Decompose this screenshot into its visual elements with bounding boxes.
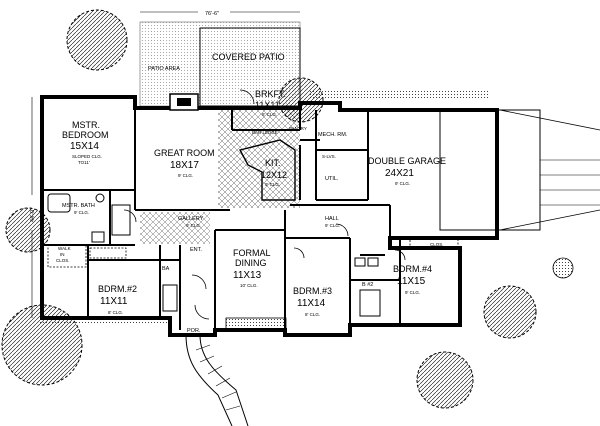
garage-name: DOUBLE GARAGE	[368, 156, 446, 166]
bdrm4-clg: 9' CLG.	[405, 290, 420, 295]
mstr-bedroom-size: 15X14	[70, 141, 99, 152]
bdrm2-size: 11X11	[100, 296, 128, 307]
tree-bottom-center	[416, 351, 474, 409]
patio-area-label: PATIO AREA	[148, 66, 180, 72]
gallery-name: GALLERY	[178, 216, 204, 222]
tree-left	[5, 207, 51, 253]
front-walkway	[185, 334, 249, 426]
walkin-clos-label: CLOS.	[56, 258, 70, 263]
great-room-name: GREAT ROOM	[154, 148, 215, 158]
shlvs-label: S-LVS.	[322, 154, 336, 159]
walkin-label2: IN	[60, 252, 65, 257]
ent-label: ENT.	[190, 247, 202, 253]
util-label: UTIL.	[325, 176, 339, 182]
tree-top-left	[66, 9, 128, 71]
interior-walls	[42, 108, 401, 335]
mstr-bath-name: MSTR. BATH	[62, 203, 95, 209]
gallery-clg: 9' CLG.	[186, 223, 201, 228]
mstr-bedroom-name2: BEDROOM	[62, 130, 109, 140]
great-room-clg: 9' CLG.	[178, 173, 193, 178]
bdrm3-name: BDRM.#3	[293, 286, 332, 296]
kit-size: 12X12	[261, 170, 287, 180]
bath2-label: B #2	[362, 282, 373, 288]
great-room-size: 18X17	[170, 160, 199, 171]
formal-dining-name1: FORMAL	[233, 248, 271, 258]
brkfst-name: BRKFT.	[255, 89, 286, 99]
kit-clg: 9' CLG.	[265, 182, 280, 187]
bath-fixtures	[162, 257, 381, 317]
hedge-top	[310, 90, 490, 98]
kitchen-floor-tile	[218, 110, 300, 208]
formal-dining-clg: 10' CLG.	[240, 283, 258, 288]
tree-bottom-right	[483, 285, 537, 339]
mstr-bath-clg: 9' CLG.	[74, 210, 89, 215]
hall-name: HALL	[325, 216, 339, 222]
bdrm3-clg: 8' CLG.	[305, 312, 320, 317]
formal-dining-size: 11X13	[233, 270, 262, 281]
covered-patio-label: COVERED PATIO	[212, 52, 285, 62]
doors	[123, 89, 406, 320]
por-label: POR.	[187, 328, 201, 334]
shrub-right	[552, 257, 574, 279]
mstr-bedroom-clg1: SLOPED CLG.	[72, 154, 102, 159]
master-bath-fixtures	[47, 193, 131, 243]
bath-label: BA	[162, 266, 170, 272]
hedge-left-bottom	[40, 318, 170, 325]
kit-name: KIT.	[265, 158, 281, 168]
patio-area	[139, 21, 301, 107]
bdrm4-name: BDRM.#4	[393, 264, 432, 274]
hall-clg: 9' CLG.	[325, 223, 340, 228]
mstr-bedroom-clg2: TO11'	[78, 160, 90, 165]
clos-label-bdrm4: CLOS.	[430, 242, 444, 247]
exterior-walls	[40, 95, 499, 337]
brkfst-clg: 8' CLG.	[262, 112, 277, 117]
fireplace	[169, 93, 199, 111]
brkfst-size: 11X11	[255, 100, 280, 110]
bar-ledge-label: BAR LEDGE	[252, 130, 278, 135]
garage-size: 24X21	[385, 168, 414, 179]
mech-rm-label: MECH. RM.	[318, 132, 348, 138]
gallery-floor-tile	[140, 212, 210, 244]
bdrm4-size: 11X15	[397, 276, 426, 287]
mstr-bedroom-name1: MSTR.	[72, 120, 100, 130]
garage-clg: 9' CLG.	[395, 181, 410, 186]
formal-dining-name2: DINING	[235, 258, 267, 268]
depth-dimension: 44'-0"	[30, 208, 36, 222]
bdrm3-size: 11X14	[297, 298, 326, 309]
bdrm2-clg: 8' CLG.	[108, 310, 123, 315]
closets	[47, 237, 459, 268]
bdrm2-name: BDRM.#2	[98, 284, 137, 294]
width-dimension: 76'-6"	[205, 11, 219, 17]
pantry-label: PANTRY	[289, 126, 307, 131]
walkin-label1: WALK	[58, 246, 71, 251]
driveway	[439, 109, 600, 231]
